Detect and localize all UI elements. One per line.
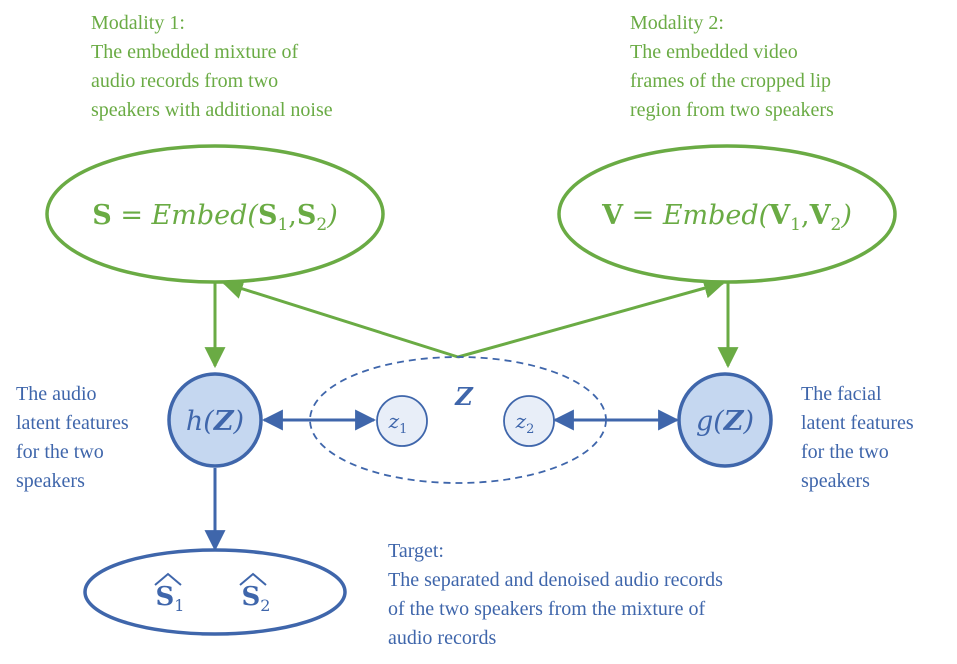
audio-latent-line-3: for the two	[16, 441, 104, 463]
output-s2-label: S2	[242, 582, 271, 615]
modality2-caption: Modality 2: The embedded video frames of…	[630, 9, 834, 125]
modality2-title: Modality 2:	[630, 12, 724, 34]
target-line-3: audio records	[388, 627, 497, 649]
target-line-1: The separated and denoised audio records	[388, 569, 723, 591]
s-embed-formula: S = Embed(S1,S2)	[92, 200, 338, 235]
modality1-line-2: audio records from two	[91, 70, 279, 92]
h-node-label: h(Z)	[186, 406, 244, 437]
s2-hat-icon	[239, 572, 267, 586]
g-node-label: g(Z)	[696, 406, 754, 437]
modality1-line-1: The embedded mixture of	[91, 41, 299, 63]
output-s1-label: S1	[156, 582, 185, 615]
z1-label: z1	[388, 409, 408, 437]
modality2-line-3: region from two speakers	[630, 99, 834, 121]
facial-latent-line-2: latent features	[801, 412, 914, 434]
target-line-2: of the two speakers from the mixture of	[388, 598, 706, 620]
s1-hat-icon	[154, 572, 182, 586]
audio-latent-line-2: latent features	[16, 412, 129, 434]
arrow-z-to-s	[221, 278, 459, 359]
modality1-title: Modality 1:	[91, 12, 185, 34]
h-node-circle	[167, 372, 263, 468]
audio-latent-line-4: speakers	[16, 470, 85, 492]
facial-latent-caption: The facial latent features for the two s…	[801, 380, 914, 496]
modality2-line-1: The embedded video	[630, 41, 798, 63]
audio-latent-line-1: The audio	[16, 383, 97, 405]
facial-latent-line-3: for the two	[801, 441, 889, 463]
target-title: Target:	[388, 540, 444, 562]
audio-latent-caption: The audio latent features for the two sp…	[16, 380, 129, 496]
output-ellipse	[83, 548, 347, 636]
g-node-circle	[677, 372, 773, 468]
facial-latent-line-1: The facial	[801, 383, 882, 405]
target-caption: Target: The separated and denoised audio…	[388, 537, 723, 653]
v-embed-formula: V = Embed(V1,V2)	[601, 200, 852, 235]
s-embed-ellipse	[45, 144, 385, 284]
z1-node-circle	[376, 395, 428, 447]
z-latent-label: Z	[454, 382, 474, 411]
z2-label: z2	[515, 409, 535, 437]
z2-node-circle	[503, 395, 555, 447]
v-embed-ellipse	[557, 144, 897, 284]
facial-latent-line-4: speakers	[801, 470, 870, 492]
modality1-line-3: speakers with additional noise	[91, 99, 333, 121]
modality1-caption: Modality 1: The embedded mixture of audi…	[91, 9, 333, 125]
modality2-line-2: frames of the cropped lip	[630, 70, 832, 92]
arrow-z-to-v	[457, 277, 726, 359]
